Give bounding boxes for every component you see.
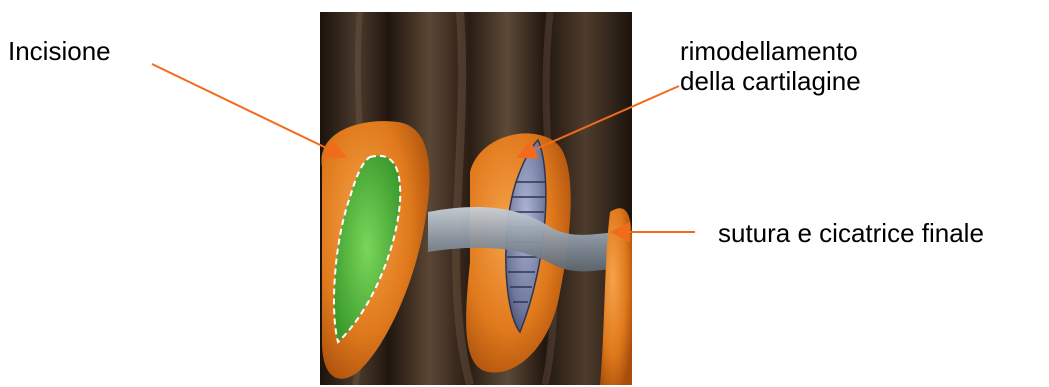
label-rimodellamento-line1: rimodellamento	[680, 36, 861, 66]
label-sutura: sutura e cicatrice finale	[718, 218, 984, 248]
arrow-incisione	[152, 64, 343, 156]
label-rimodellamento: rimodellamento della cartilagine	[680, 36, 861, 96]
label-rimodellamento-line2: della cartilagine	[680, 66, 861, 96]
surgery-illustration	[320, 12, 632, 385]
label-incisione: Incisione	[8, 36, 111, 66]
